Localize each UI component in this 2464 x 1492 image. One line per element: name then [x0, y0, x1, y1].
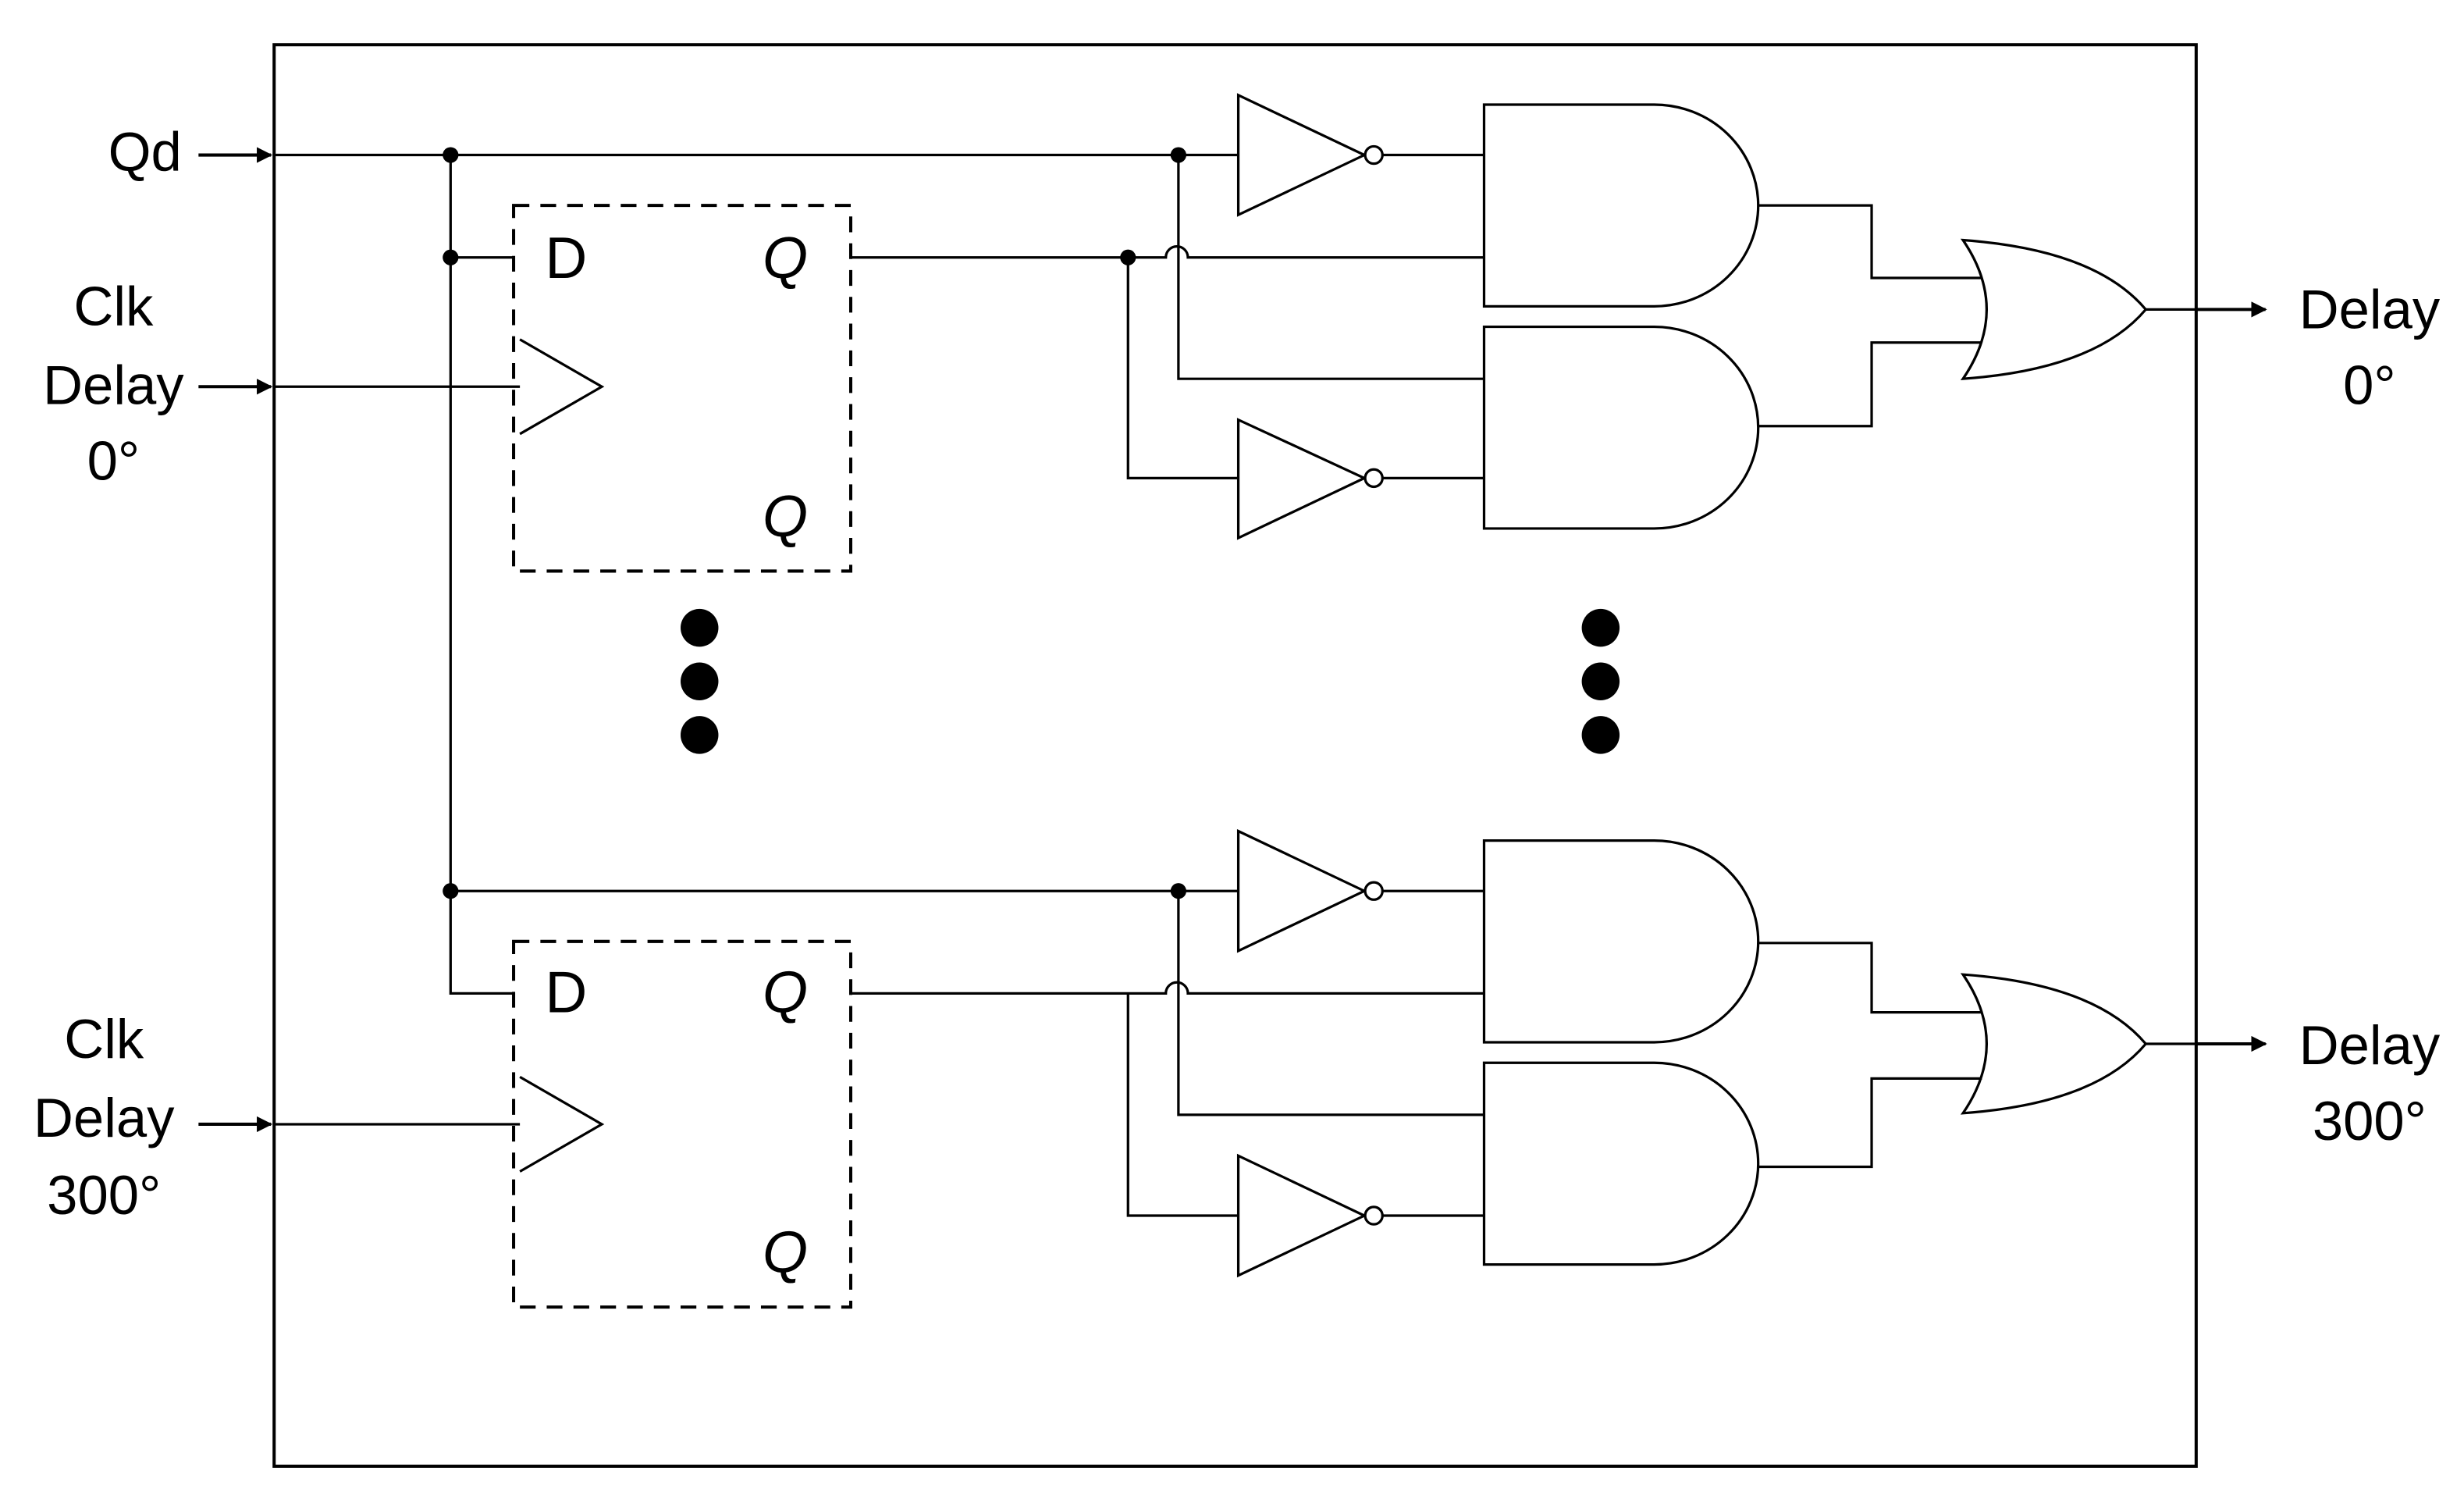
qd-input-label: Qd: [108, 121, 182, 183]
flip-flop-q-pin-label: Q: [763, 225, 808, 290]
inverter-gates: [1236, 93, 1384, 1278]
svg-text:Delay: Delay: [34, 1087, 175, 1148]
inverter-gate: [1236, 828, 1384, 953]
flip-flop-qbar-pin-label: Q: [763, 483, 808, 549]
junction-dots: [443, 147, 1186, 899]
ellipsis-dots-gates: [1581, 608, 1620, 754]
inverter-gate: [1236, 93, 1384, 217]
svg-text:0°: 0°: [87, 429, 140, 491]
ellipsis-dots-flip-flops: [681, 608, 719, 754]
svg-text:0°: 0°: [2343, 354, 2396, 415]
or-gate: [1960, 238, 2148, 381]
and-gate: [1482, 839, 1760, 1044]
and-gate: [1482, 103, 1760, 308]
svg-text:300°: 300°: [47, 1164, 161, 1226]
svg-text:Delay: Delay: [43, 354, 184, 415]
svg-text:Delay: Delay: [2299, 279, 2441, 340]
delay-0-output-label: Delay 0°: [2299, 279, 2441, 416]
inverter-gate: [1236, 418, 1384, 540]
svg-text:300°: 300°: [2313, 1090, 2427, 1152]
and-gate: [1482, 1061, 1760, 1266]
delay-300-output-label: Delay 300°: [2299, 1014, 2441, 1152]
flip-flop-q-pin-label: Q: [763, 960, 808, 1025]
svg-text:Delay: Delay: [2299, 1014, 2441, 1076]
svg-text:Clk: Clk: [64, 1008, 144, 1070]
flip-flop-delay-0: D Q Q: [512, 204, 853, 573]
clk-delay-300-input-label: Clk Delay 300°: [34, 1008, 175, 1226]
module-boundary: [272, 43, 2198, 1468]
flip-flop-qbar-pin-label: Q: [763, 1220, 808, 1285]
and-gates: [1482, 103, 1760, 1266]
flip-flop-delay-300: D Q Q: [512, 939, 853, 1309]
svg-text:Clk: Clk: [73, 276, 154, 337]
and-gate: [1482, 325, 1760, 530]
or-gates: [1960, 238, 2148, 1115]
flip-flop-d-pin-label: D: [545, 960, 587, 1025]
inverter-gate: [1236, 1153, 1384, 1278]
flip-flop-d-pin-label: D: [545, 225, 587, 290]
wires: [274, 153, 2196, 1217]
or-gate: [1960, 973, 2148, 1115]
clk-delay-0-input-label: Clk Delay 0°: [43, 276, 184, 492]
